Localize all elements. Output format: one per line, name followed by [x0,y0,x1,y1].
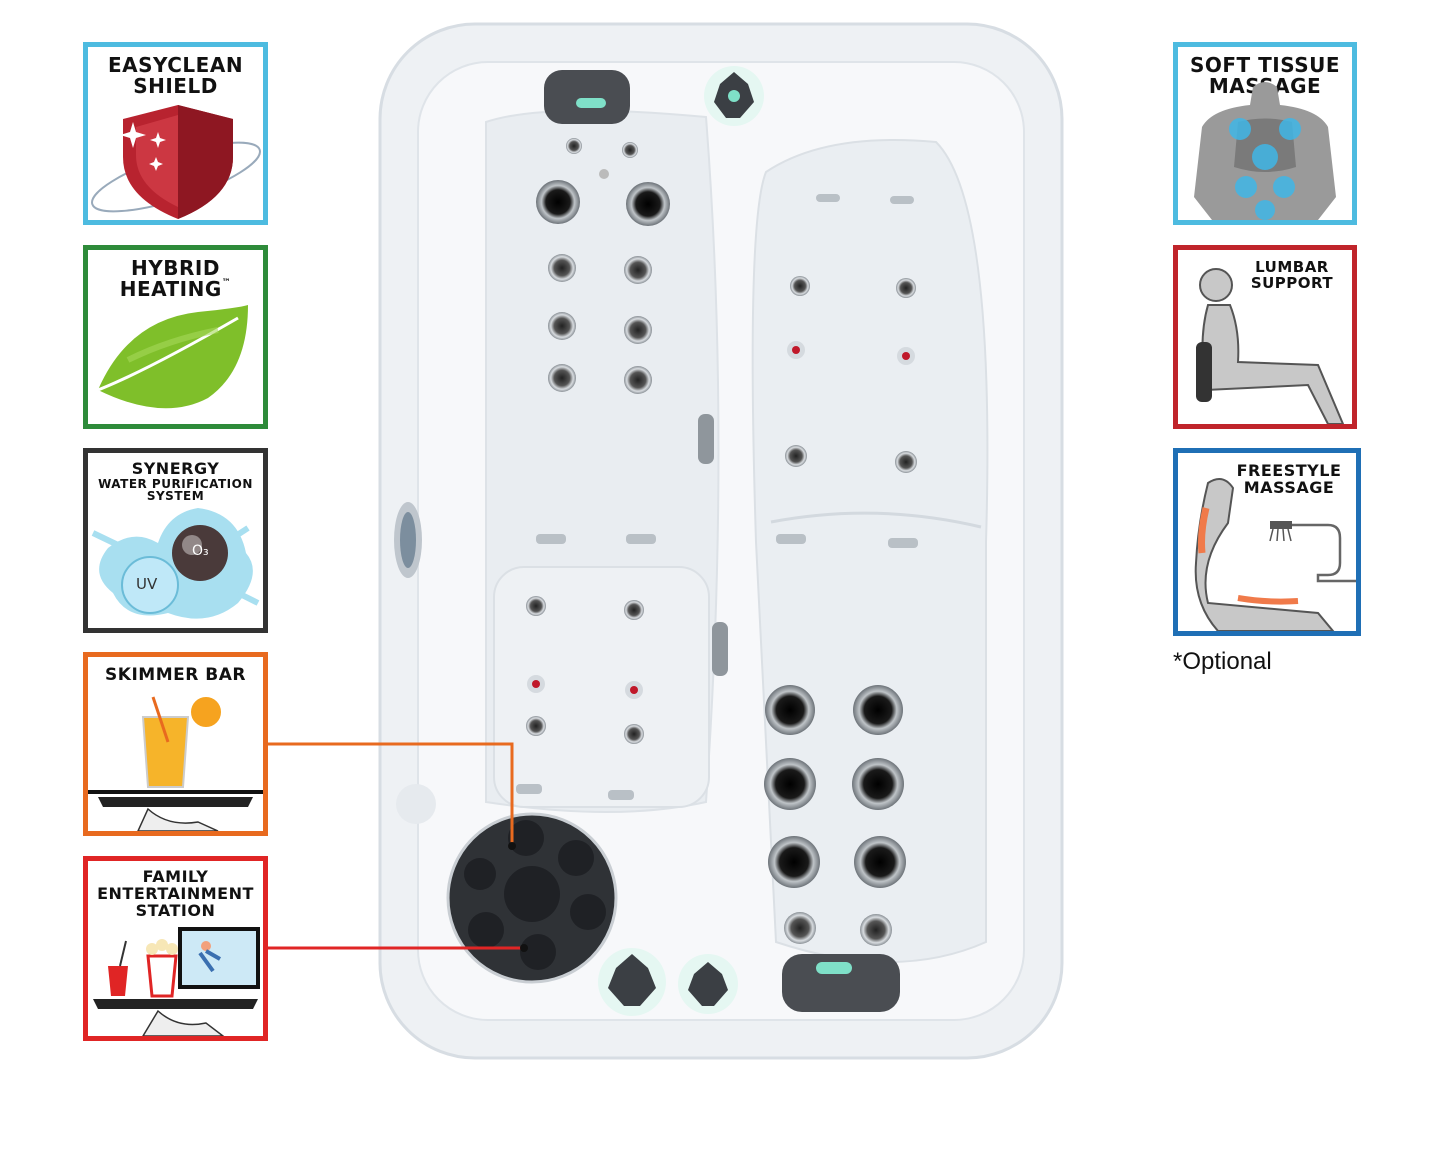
hybrid-title: HYBRID HEATING™ [88,258,263,300]
easyclean-title: EASYCLEAN SHIELD [88,55,263,97]
skimmer-line1: SKIMMER BAR [105,665,246,685]
leaf-icon [97,305,248,409]
skimmer-title: SKIMMER BAR [88,665,263,685]
tv-popcorn-tray-icon [93,927,260,1036]
handheld-shower-icon [1194,478,1356,631]
hybrid-line2: HEATING [119,277,222,301]
easyclean-shield-badge: EASYCLEAN SHIELD [83,42,268,225]
family-title: FAMILY ENTERTAINMENT STATION [88,867,263,920]
freestyle-line2: MASSAGE [1243,477,1335,497]
family-line3: STATION [135,900,216,920]
hybrid-line1: HYBRID [131,256,220,280]
freestyle-line1: FREESTYLE [1236,461,1342,480]
seated-person-icon [1196,268,1345,424]
lumbar-line2: SUPPORT [1250,273,1334,292]
skimmer-bar-badge: SKIMMER BAR [83,652,268,836]
back-muscles-icon [1194,82,1336,220]
family-line1: FAMILY [142,867,209,886]
hot-tub-top-view [378,22,1064,1060]
family-line2: ENTERTAINMENT [97,883,254,903]
family-entertainment-badge: FAMILY ENTERTAINMENT STATION [83,856,268,1041]
left-seat-jets [516,138,670,800]
drink-tray-icon [88,695,263,831]
hybrid-trademark: ™ [221,278,232,288]
valve-bottom-left [598,948,666,1016]
lumbar-line1: LUMBAR [1255,258,1329,276]
valve-top [704,66,764,126]
easyclean-line1: EASYCLEAN [107,53,244,77]
lounger-jets [764,194,918,946]
uv-label: UV [136,575,158,593]
freestyle-massage-badge: FREESTYLE MASSAGE [1173,448,1361,636]
easyclean-line2: SHIELD [133,74,218,98]
soft-tissue-massage-badge: SOFT TISSUE MASSAGE [1173,42,1357,225]
valve-bottom-right [678,954,738,1014]
synergy-line3: SYSTEM [146,489,205,504]
hybrid-heating-badge: HYBRID HEATING™ [83,245,268,429]
ozone-label: O₃ [192,543,209,559]
shield-icon [91,105,261,219]
freestyle-title: FREESTYLE MASSAGE [1228,461,1350,497]
synergy-badge: SYNERGY WATER PURIFICATION SYSTEM O₃ UV [83,448,268,633]
synergy-line2: WATER PURIFICATION [98,476,253,491]
lumbar-title: LUMBAR SUPPORT [1238,258,1346,292]
softtissue-line1: SOFT TISSUE [1189,53,1341,77]
optional-note: *Optional [1173,648,1272,675]
synergy-line1: SYNERGY [131,459,220,478]
water-splash-icon [91,508,260,619]
lumbar-support-badge: LUMBAR SUPPORT [1173,245,1357,429]
synergy-title: SYNERGY WATER PURIFICATION SYSTEM [88,459,263,504]
